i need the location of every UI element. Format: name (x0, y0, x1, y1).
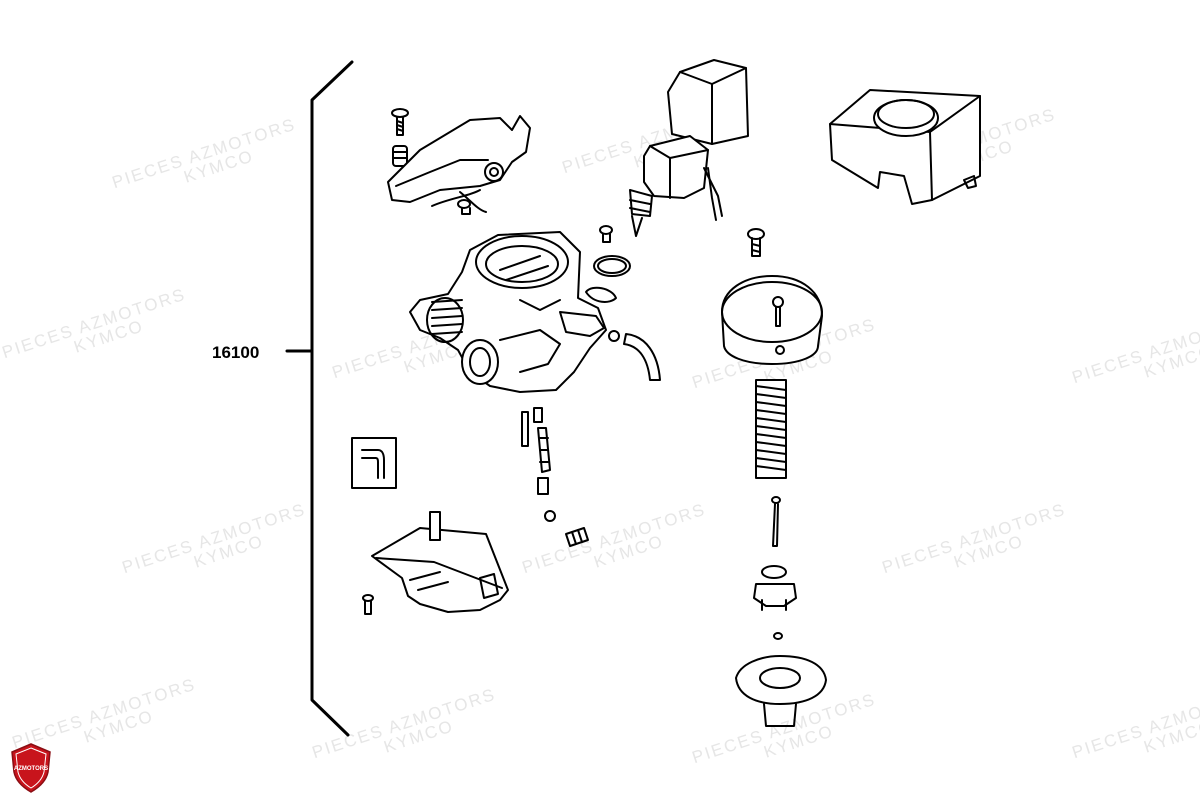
clip (608, 330, 620, 342)
screw (599, 225, 613, 243)
spacer (392, 145, 408, 167)
azmotors-logo: AZMOTORS (11, 743, 51, 793)
pilot-jet (521, 411, 529, 447)
logo-text: AZMOTORS (14, 766, 48, 772)
carburetor-body (409, 231, 607, 393)
vacuum-cover (721, 275, 823, 365)
cable-bracket (387, 115, 531, 213)
auto-choke (629, 59, 749, 237)
piston-diaphragm (735, 655, 827, 727)
screw (391, 108, 409, 136)
hose (623, 333, 661, 381)
reference-number: 16100 (212, 343, 260, 362)
top-screw (747, 228, 765, 257)
bolt (537, 477, 549, 495)
jet (533, 407, 543, 423)
drain-screw (362, 594, 374, 615)
optional-hose-box (351, 437, 397, 489)
needle-holder (753, 565, 797, 611)
filter-cover (829, 89, 981, 205)
o-ring (593, 255, 631, 277)
ring (773, 632, 783, 640)
jet-needle (771, 496, 781, 547)
main-jet (537, 427, 551, 473)
gasket (585, 286, 617, 303)
diaphragm-spring (755, 379, 787, 479)
nut (544, 510, 556, 522)
float-bowl (371, 511, 509, 613)
bolt (457, 199, 471, 215)
assembly-bracket (285, 60, 354, 737)
idle-screw (565, 527, 589, 547)
